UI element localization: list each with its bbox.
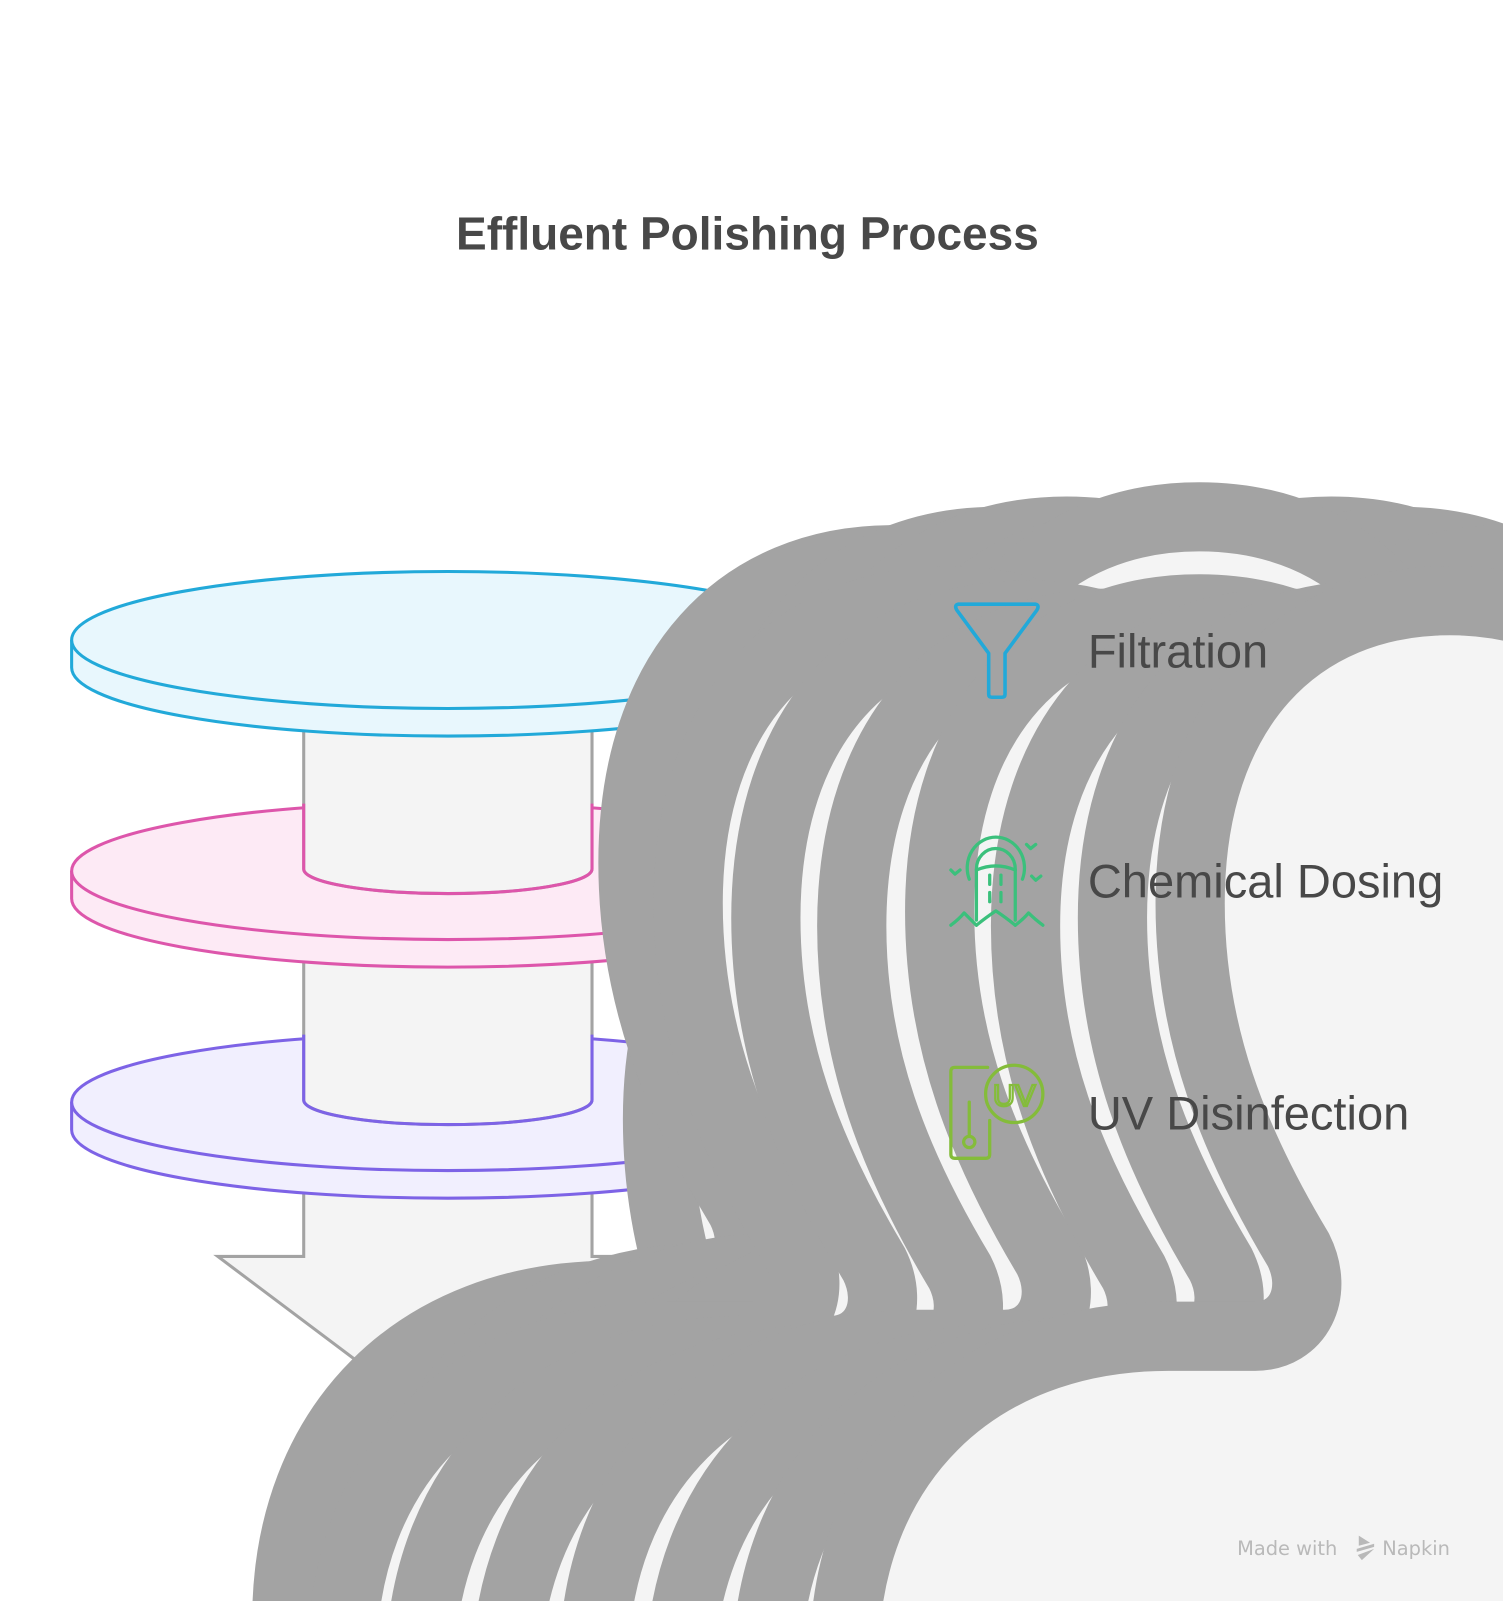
uv-icon-text: UV	[993, 1079, 1036, 1113]
legend-item-uv-disinfection: UV UV Disinfection	[949, 1063, 1409, 1160]
legend-label: UV Disinfection	[1088, 1087, 1409, 1140]
funnel-icon	[953, 602, 1040, 700]
watermark-prefix: Made with	[1237, 1537, 1337, 1560]
watermark: Made with Napkin	[1237, 1535, 1450, 1561]
diagram-title: Effluent Polishing Process	[456, 207, 1039, 259]
column-lower	[302, 949, 594, 1127]
legend-label: Chemical Dosing	[1088, 855, 1443, 908]
legend-item-chemical-dosing: Chemical Dosing	[949, 835, 1443, 927]
column-upper	[302, 714, 594, 896]
outfall-discharge-icon	[949, 835, 1045, 927]
column-upper-base	[302, 803, 594, 896]
uv-lamp-icon	[949, 1063, 1045, 1160]
legend-item-filtration: Filtration	[953, 602, 1268, 700]
column-lower-base	[302, 1034, 594, 1127]
napkin-logo-icon	[1356, 1535, 1375, 1561]
legend-label: Filtration	[1088, 625, 1268, 678]
watermark-brand: Napkin	[1382, 1537, 1450, 1560]
